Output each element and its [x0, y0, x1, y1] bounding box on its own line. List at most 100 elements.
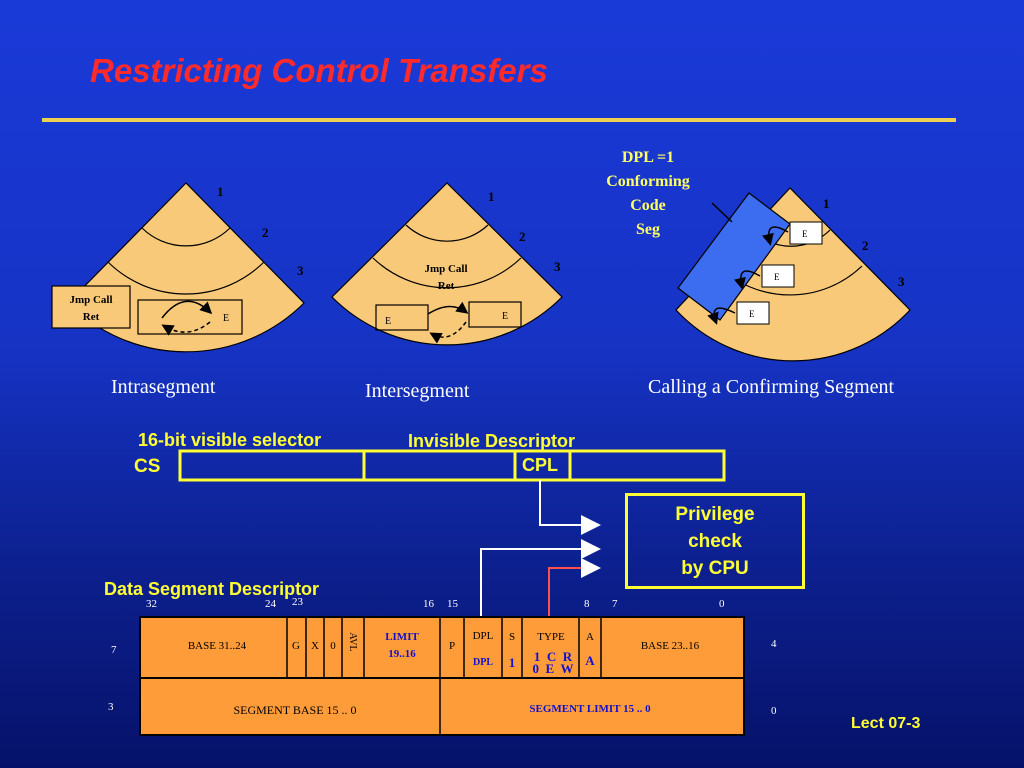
- field-dpl-value: DPL: [473, 657, 493, 668]
- cs-register: [178, 449, 726, 482]
- conforming-ring-label-1: 1: [823, 196, 830, 211]
- privilege-check-box: Privilege check by CPU: [625, 493, 805, 589]
- privilege-line-3: by CPU: [681, 557, 749, 579]
- descriptor-cache-label: Invisible Descriptor: [408, 431, 576, 451]
- slide-footer: Lect 07-3: [851, 715, 921, 732]
- field-a-value: A: [585, 653, 595, 668]
- intersegment-instr-line2: Ret: [438, 280, 455, 292]
- intrasegment-call-arrow: [161, 300, 213, 319]
- bit-label-0: 0: [719, 598, 725, 610]
- intrasegment-ring-label-3: 3: [297, 263, 304, 278]
- field-type: TYPE: [537, 631, 565, 643]
- intersegment-target-entry: E: [502, 311, 508, 322]
- conforming-code-segment-bar: [677, 192, 791, 321]
- bit-label-24: 24: [265, 598, 276, 610]
- field-p: P: [449, 640, 455, 652]
- intersegment-ring-label-1: 1: [488, 189, 495, 204]
- bit-label-8: 8: [584, 598, 590, 610]
- privilege-line-1: Privilege: [675, 503, 755, 525]
- descriptor-heading: Data Segment Descriptor: [104, 579, 320, 599]
- slide-title: Restricting Control Transfers: [90, 52, 548, 89]
- conforming-entry-box-3: [736, 301, 770, 325]
- field-s: S: [509, 631, 515, 643]
- cs-register-box: [178, 449, 726, 482]
- type-to-check-arrow: [548, 558, 601, 617]
- conforming-entry-2: E: [774, 272, 780, 282]
- conforming-entry-3: E: [749, 309, 755, 319]
- intrasegment-ring-label-1: 1: [217, 184, 224, 199]
- intrasegment-instr-line2: Ret: [83, 311, 100, 323]
- intersegment-instr-line1: Jmp Call: [424, 263, 467, 275]
- conforming-arrow-3: [707, 307, 736, 325]
- cs-register-name: CS: [134, 456, 161, 477]
- row-number-0: 0: [771, 705, 777, 717]
- intersegment-diagram: 1 2 3 Jmp Call Ret E E: [331, 182, 563, 346]
- intersegment-wedge: [331, 182, 563, 346]
- row-number-4: 4: [771, 638, 777, 650]
- intersegment-ring-label-2: 2: [519, 229, 526, 244]
- conforming-entry-box-2: [761, 264, 795, 288]
- dpl-to-check-arrow: [480, 539, 601, 617]
- intrasegment-instr-line1: Jmp Call: [69, 294, 112, 306]
- conforming-entry-box-1: [789, 221, 823, 245]
- intrasegment-return-arrow: [161, 321, 211, 336]
- note-line-code: Code: [630, 197, 666, 214]
- bit-label-16: 16: [423, 598, 434, 610]
- intrasegment-instr-box: [51, 285, 131, 329]
- selector-label: 16-bit visible selector: [138, 430, 322, 450]
- descriptor-body: [139, 616, 745, 736]
- field-type-bits-data: 0 E W: [533, 661, 574, 676]
- descriptor-table: BASE 31..24 G X 0 AVL LIMIT 19..16 P DPL…: [139, 616, 745, 736]
- field-s-value: 1: [509, 655, 516, 670]
- title-underline: [42, 118, 956, 122]
- field-type-bits-code: 1 C R: [534, 649, 573, 664]
- conforming-arrow-2: [734, 270, 761, 290]
- intersegment-caption: Intersegment: [365, 380, 470, 402]
- intersegment-call-arrow: [427, 301, 469, 315]
- field-segment-limit: SEGMENT LIMIT 15 .. 0: [529, 703, 651, 715]
- row-number-3: 3: [108, 701, 114, 713]
- field-g: G: [292, 640, 300, 652]
- intrasegment-caption: Intrasegment: [111, 376, 216, 398]
- intrasegment-ring-label-2: 2: [262, 225, 269, 240]
- bit-label-15: 15: [447, 598, 458, 610]
- conforming-caption: Calling a Confirming Segment: [648, 376, 895, 398]
- field-limit-bits: 19..16: [388, 648, 416, 660]
- conforming-note-pointer: [711, 202, 733, 223]
- field-base-31-24: BASE 31..24: [188, 640, 247, 652]
- field-segment-base: SEGMENT BASE 15 .. 0: [233, 703, 356, 717]
- intersegment-ring-label-3: 3: [554, 259, 561, 274]
- field-a: A: [586, 631, 594, 643]
- intrasegment-ring-2: [107, 261, 265, 295]
- field-zero: 0: [330, 640, 336, 652]
- bit-label-7: 7: [612, 598, 618, 610]
- conforming-entry-1: E: [802, 229, 808, 239]
- intersegment-ring-2: [372, 257, 522, 289]
- conforming-ring-label-2: 2: [862, 238, 869, 253]
- intrasegment-code-segment: [137, 299, 243, 335]
- intersegment-ring-1: [405, 224, 489, 242]
- bit-label-23: 23: [292, 596, 303, 608]
- intersegment-target-segment: [468, 301, 522, 328]
- privilege-line-2: check: [688, 530, 742, 552]
- intersegment-source-entry: E: [385, 316, 391, 327]
- conforming-ring-label-3: 3: [898, 274, 905, 289]
- field-limit-label: LIMIT: [385, 631, 419, 643]
- field-x: X: [311, 640, 319, 652]
- field-dpl: DPL: [473, 630, 494, 642]
- intrasegment-ring-1: [141, 227, 231, 247]
- intrasegment-entry-label: E: [223, 313, 229, 324]
- cpl-field-label: CPL: [522, 455, 558, 475]
- bit-label-32: 32: [146, 598, 157, 610]
- cpl-to-check-arrow: [539, 480, 601, 535]
- intrasegment-diagram: 1 2 3 Jmp Call Ret E: [51, 182, 305, 353]
- field-avl: AVL: [347, 632, 358, 651]
- note-line-conforming: Conforming: [606, 173, 690, 190]
- row-number-7: 7: [111, 644, 117, 656]
- intersegment-return-arrow: [429, 321, 467, 344]
- conforming-diagram: 1 2 3 E E E: [675, 187, 911, 362]
- intersegment-source-segment: [375, 304, 429, 331]
- conforming-arrow-1: [762, 226, 789, 246]
- note-line-seg: Seg: [636, 221, 660, 238]
